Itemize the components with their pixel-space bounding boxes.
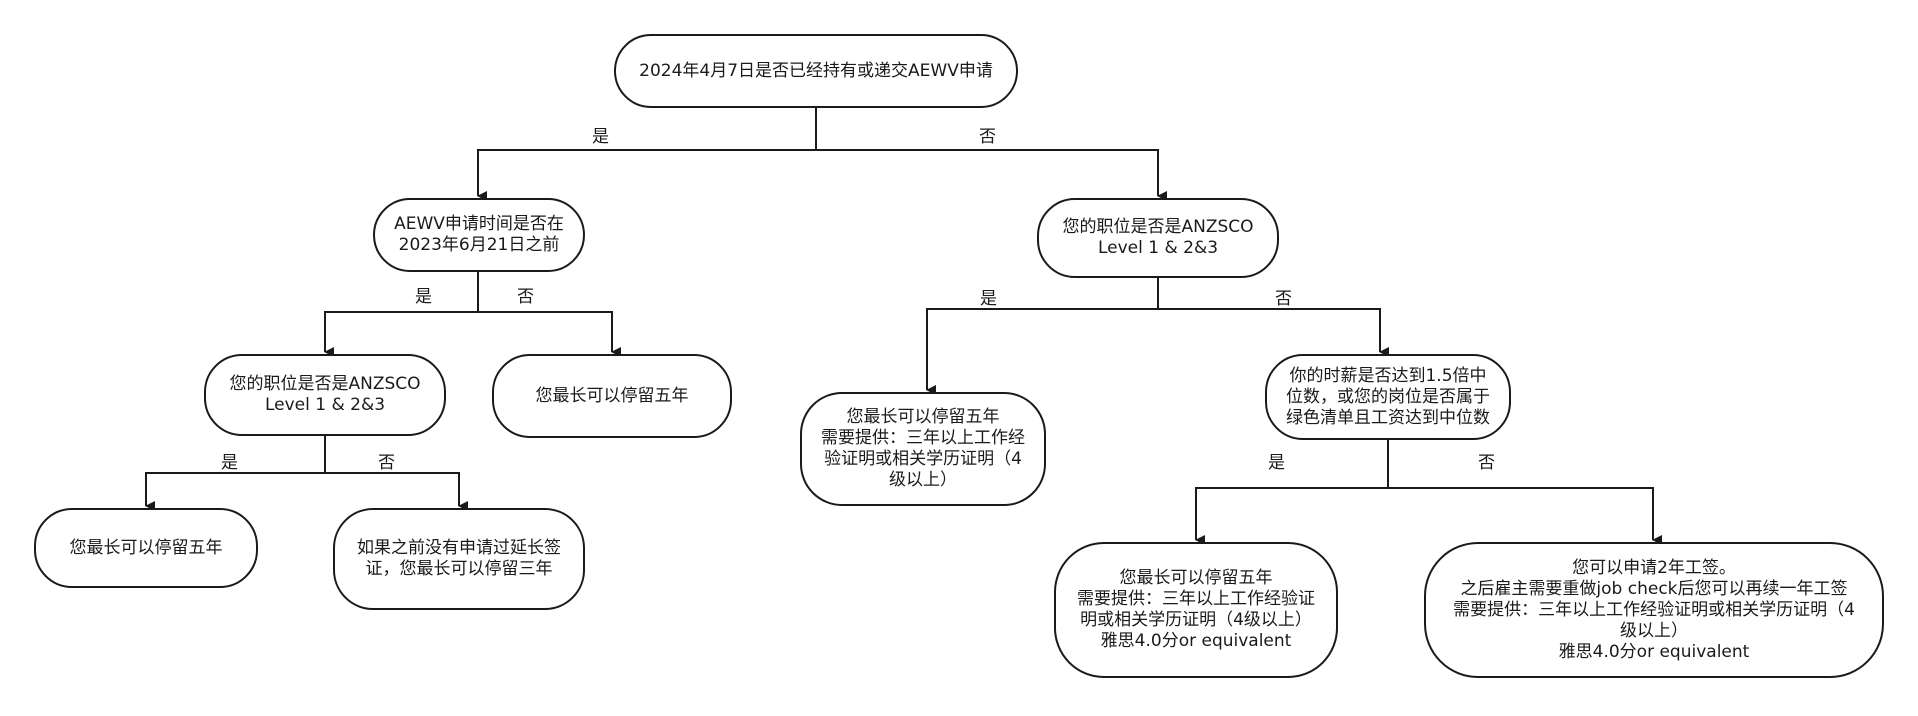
edge-anzsco-l-no [325, 472, 468, 511]
edge-wage-no [1388, 487, 1662, 545]
label-aewv-yes: 是 [415, 287, 432, 307]
node-stay5-b: 您最长可以停留五年 [34, 508, 258, 588]
node-anzsco-right: 您的职位是否是ANZSCO Level 1 & 2&3 [1037, 198, 1279, 278]
label-anzsco-r-yes: 是 [980, 289, 997, 309]
edge-anzsco-r-yes [926, 278, 1159, 395]
node-stay5-requirements-mid: 您最长可以停留五年 需要提供：三年以上工作经 验证明或相关学历证明（4 级以上） [800, 392, 1046, 506]
label-wage-no: 否 [1478, 453, 1495, 473]
edge-anzsco-r-no [1158, 308, 1389, 357]
label-anzsco-l-no: 否 [378, 453, 395, 473]
label-aewv-no: 否 [517, 287, 534, 307]
label-wage-yes: 是 [1268, 453, 1285, 473]
edge-root-no [816, 149, 1167, 201]
edge-wage-yes [1195, 440, 1389, 545]
edge-root-yes [477, 108, 817, 201]
label-root-yes: 是 [592, 127, 609, 147]
node-root: 2024年4月7日是否已经持有或递交AEWV申请 [614, 34, 1018, 108]
edge-anzsco-l-yes [145, 436, 326, 511]
label-anzsco-l-yes: 是 [221, 453, 238, 473]
node-stay5-ielts: 您最长可以停留五年 需要提供：三年以上工作经验证 明或相关学历证明（4级以上） … [1054, 542, 1338, 678]
label-anzsco-r-no: 否 [1275, 289, 1292, 309]
node-aewv-date: AEWV申请时间是否在 2023年6月21日之前 [373, 198, 585, 272]
edge-aewv-no [478, 311, 621, 357]
label-root-no: 否 [979, 127, 996, 147]
node-stay3: 如果之前没有申请过延长签 证，您最长可以停留三年 [333, 508, 585, 610]
node-wage-check: 你的时薪是否达到1.5倍中 位数，或您的岗位是否属于 绿色清单且工资达到中位数 [1265, 354, 1511, 440]
node-stay5-a: 您最长可以停留五年 [492, 354, 732, 438]
node-anzsco-left: 您的职位是否是ANZSCO Level 1 & 2&3 [204, 354, 446, 436]
node-work-visa-2yr: 您可以申请2年工签。 之后雇主需要重做job check后您可以再续一年工签 需… [1424, 542, 1884, 678]
edge-aewv-yes [324, 272, 479, 357]
